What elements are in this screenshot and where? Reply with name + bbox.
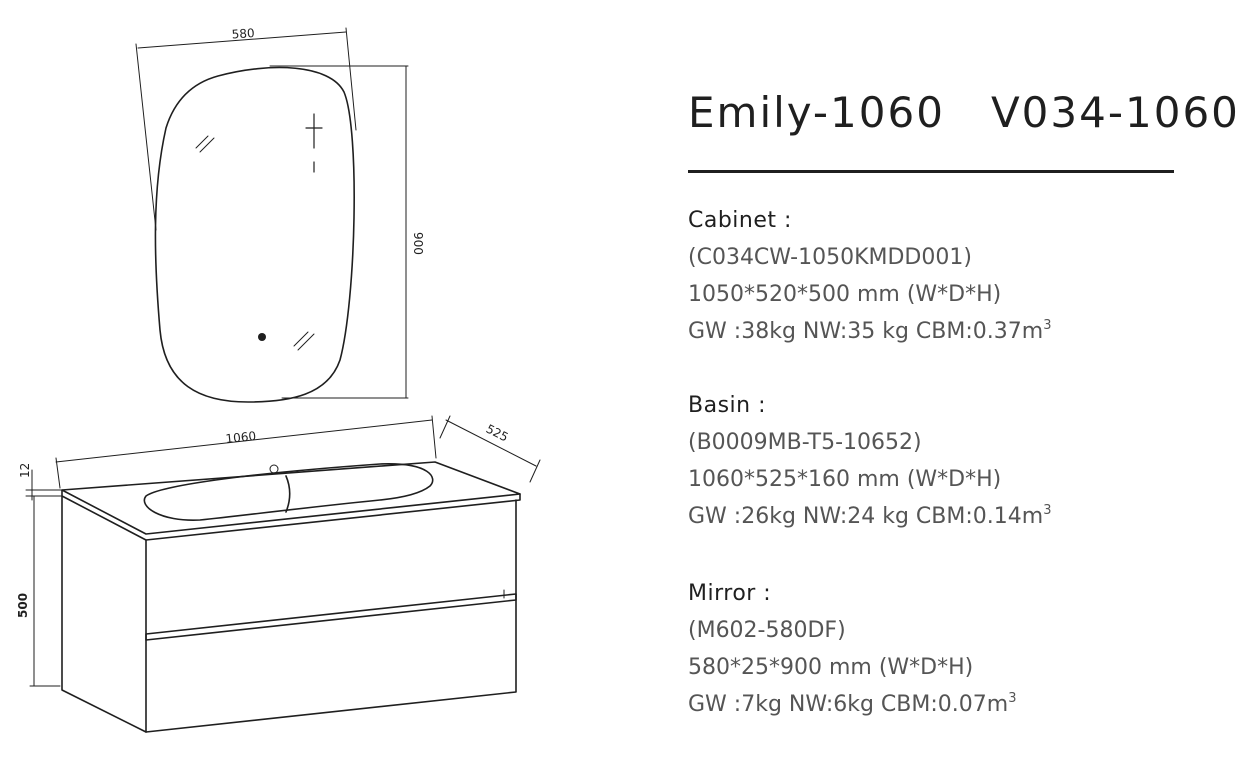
spec-code: (M602-580DF) (688, 618, 846, 643)
dim-cabinet-width: 1060 (225, 429, 257, 446)
dim-mirror-width: 580 (231, 26, 255, 42)
spec-code: (C034CW-1050KMDD001) (688, 245, 972, 270)
mirror-outline (154, 66, 355, 403)
dim-mirror-height: 900 (411, 232, 425, 255)
spec-size: 580*25*900 mm (W*D*H) (688, 655, 974, 680)
spec-heading: Cabinet : (688, 208, 792, 233)
spec-code: (B0009MB-T5-10652) (688, 430, 922, 455)
product-title: Emily-1060 V034-1060 (688, 88, 1240, 137)
model-name: Emily-1060 (688, 88, 945, 137)
basin-top (61, 461, 521, 535)
cabinet-spec: Cabinet : (C034CW-1050KMDD001) 1050*520*… (688, 202, 1051, 350)
mirror-touch-sensor (258, 333, 266, 341)
basin-spec: Basin : (B0009MB-T5-10652) 1060*525*160 … (688, 387, 1051, 535)
mirror-spec: Mirror : (M602-580DF) 580*25*900 mm (W*D… (688, 575, 1016, 723)
spec-size: 1050*520*500 mm (W*D*H) (688, 282, 1002, 307)
title-divider (688, 170, 1174, 173)
spec-weights: GW :7kg NW:6kg CBM:0.07m3 (688, 691, 1017, 717)
spec-size: 1060*525*160 mm (W*D*H) (688, 467, 1002, 492)
dim-top-thickness: 12 (18, 463, 32, 478)
product-drawing: 580 900 1060 525 12 500 (16, 26, 541, 733)
spec-weights: GW :26kg NW:24 kg CBM:0.14m3 (688, 503, 1052, 529)
dim-cabinet-height: 500 (16, 593, 30, 618)
basin-bowl (143, 463, 434, 521)
spec-heading: Basin : (688, 393, 766, 418)
spec-weights: GW :38kg NW:35 kg CBM:0.37m3 (688, 318, 1052, 344)
model-code: V034-1060 (990, 88, 1240, 137)
spec-heading: Mirror : (688, 581, 772, 606)
